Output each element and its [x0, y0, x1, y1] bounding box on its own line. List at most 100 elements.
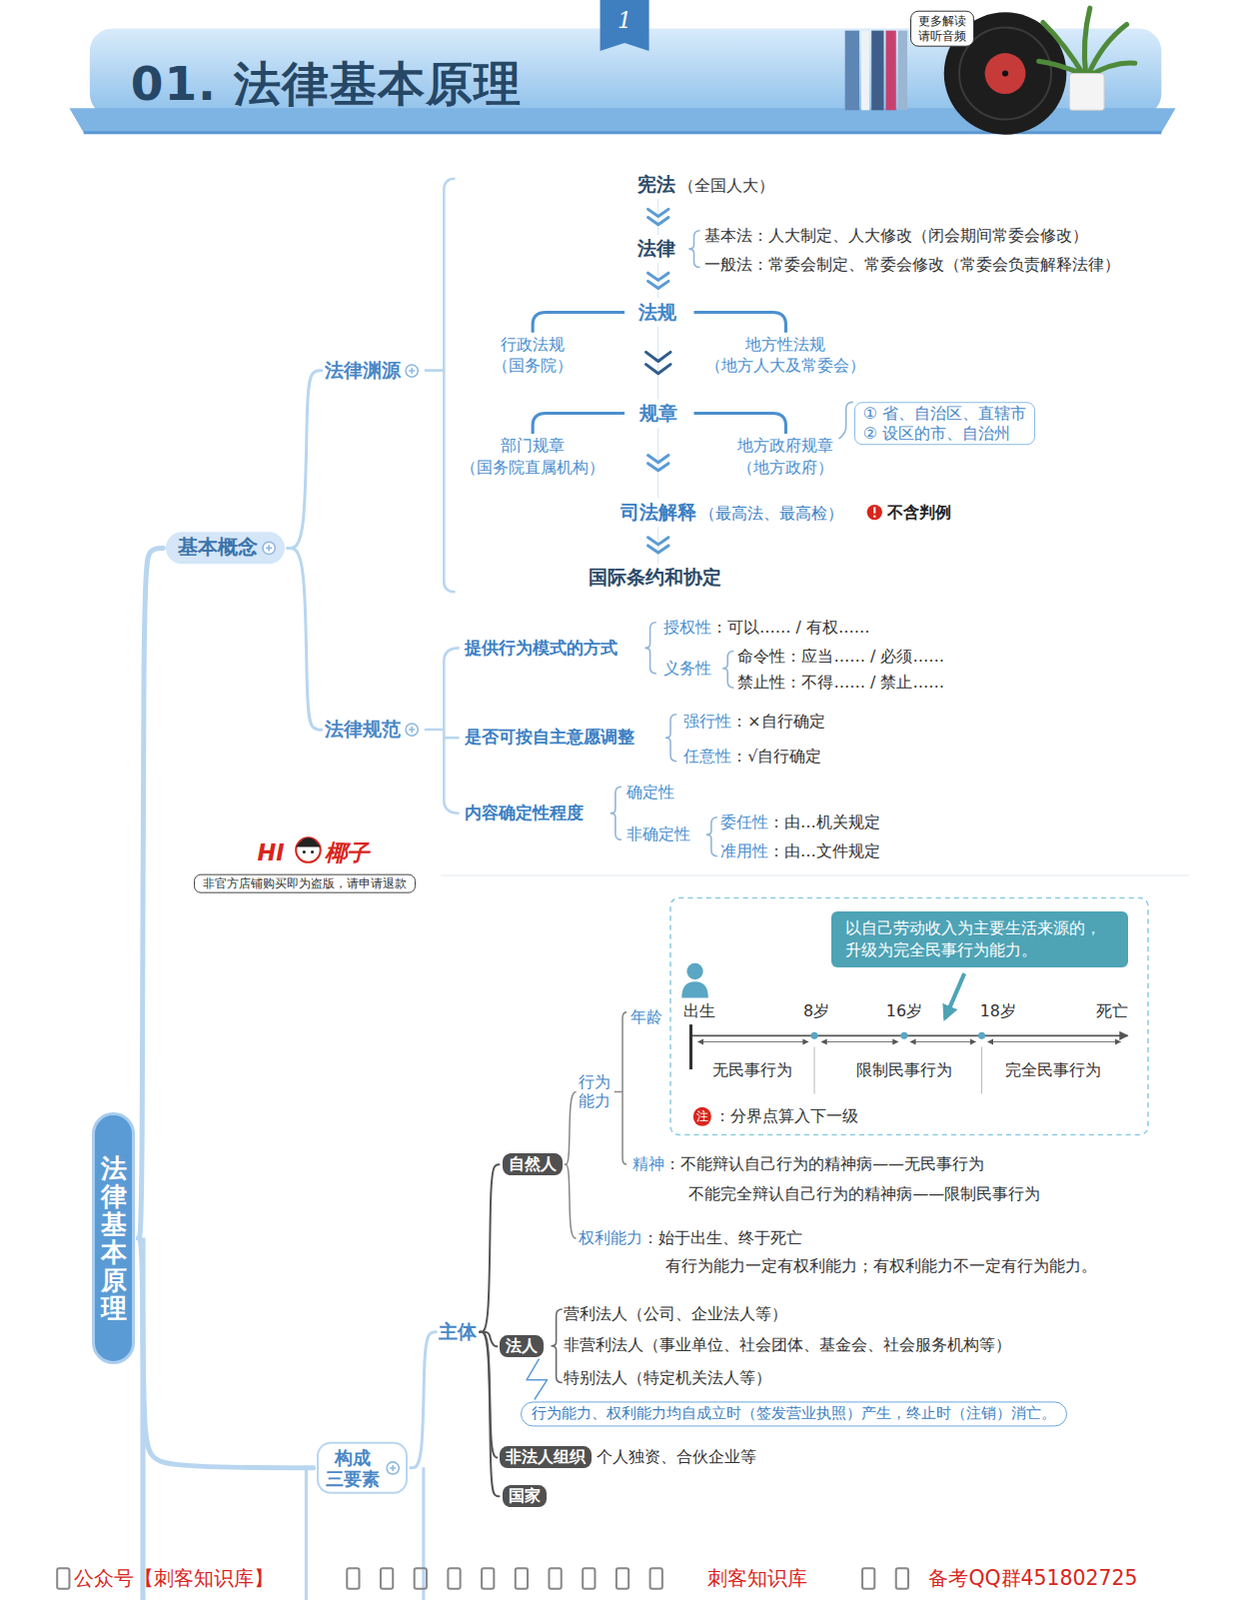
- expand-circle: [262, 541, 275, 554]
- brace: [551, 1308, 563, 1383]
- axis-label: 死亡: [1096, 1001, 1129, 1022]
- capacity-desc: 有行为能力一定有权利能力；有权利能力不一定有行为能力。: [665, 1256, 1098, 1277]
- logo-text: HI: [256, 838, 284, 867]
- connector: [526, 1358, 547, 1399]
- divider: [814, 1047, 983, 1095]
- branch-line: [421, 1466, 425, 1600]
- subject-tag: 国家: [502, 1484, 547, 1507]
- connector: [648, 526, 669, 564]
- axis-label: 8岁: [803, 1001, 830, 1022]
- book: [898, 30, 908, 111]
- branch-topic: 基本概念: [165, 532, 284, 565]
- capacity-desc: ：始于出生、终于死亡: [642, 1228, 803, 1248]
- topic: 法律渊源: [324, 358, 419, 383]
- plant-leaves: [1039, 7, 1136, 75]
- source-level: 法规: [638, 299, 677, 324]
- ring: [548, 1567, 561, 1588]
- brace: [722, 650, 734, 688]
- hair: [295, 837, 321, 847]
- node-text: 构成 三要素: [324, 1446, 382, 1489]
- category-label: 是否可按自主意愿调整: [464, 727, 635, 750]
- branch-connector: [287, 370, 322, 549]
- eye: [310, 850, 314, 854]
- source-branch: （地方人大及常委会）: [705, 354, 866, 375]
- bracket: [424, 178, 456, 593]
- node-text: 法规: [638, 299, 677, 324]
- node-text: 宪法: [637, 172, 676, 197]
- expand-cross: [408, 367, 415, 374]
- axis-label: 出生: [683, 1001, 716, 1022]
- node-text: 非法人组织: [505, 1447, 586, 1468]
- warning-circle: [867, 504, 883, 520]
- lightning-line: [526, 1358, 547, 1399]
- source-level: 规章: [639, 401, 678, 426]
- subject-tag: 自然人: [502, 1153, 563, 1176]
- topic: 法律规范: [324, 717, 419, 742]
- node-text: 非官方店铺购买即为盗版，请申请退款: [202, 876, 407, 892]
- node-text: 行为能力、权利能力均自成立时（签发营业执照）产生，终止时（注销）消亡。: [531, 1403, 1057, 1423]
- time-axis: [690, 1035, 1128, 1038]
- logo-face: [295, 837, 321, 863]
- type-label: 确定性: [626, 781, 675, 802]
- branch-connector: [479, 1331, 499, 1496]
- branch-connector: [479, 1164, 499, 1332]
- brace: [706, 817, 718, 857]
- connector: [287, 370, 322, 549]
- header-banner: [68, 0, 1176, 135]
- type-desc: ：可以…… / 有权……: [711, 617, 871, 638]
- topic: 主体: [438, 1319, 477, 1344]
- ring: [380, 1567, 393, 1588]
- node-text: ② 设区的市、自治州: [863, 423, 1011, 444]
- node-text: （全国人大）: [678, 175, 775, 196]
- type-desc: ：由…机关规定: [768, 812, 881, 833]
- connector: [565, 1164, 577, 1239]
- expand-circle: [386, 1461, 399, 1474]
- source-branch: 地方政府规章: [737, 435, 834, 456]
- law-type: 一般法：常委会制定、常委会修改（常委会负责解释法律）: [704, 254, 1121, 275]
- brace: [688, 230, 700, 268]
- branch-connector: [565, 1092, 577, 1166]
- callout-box: 行为能力、权利能力均自成立时（签发营业执照）产生，终止时（注销）消亡。: [520, 1400, 1068, 1426]
- age-timeline: [670, 898, 1149, 1136]
- ring: [481, 1567, 494, 1588]
- ring: [616, 1567, 629, 1588]
- branch-connector: [479, 1331, 497, 1346]
- source-branch: （地方政府）: [737, 457, 834, 478]
- source-branch: （国务院）: [492, 354, 573, 375]
- node-text: ① 省、自治区、直辖市: [863, 403, 1027, 424]
- node-text: 基本概念: [177, 535, 258, 562]
- connector: [648, 427, 669, 499]
- note-badge: 注: [692, 1107, 711, 1126]
- entity-example: 个人独资、合伙企业等: [596, 1447, 757, 1468]
- plant-pot: [1069, 73, 1105, 111]
- record-label: [985, 52, 1027, 94]
- person-head: [686, 963, 703, 980]
- node-text: 行为 能力: [578, 1073, 615, 1112]
- node-text: 国家: [508, 1485, 541, 1506]
- warning-icon: [867, 504, 883, 520]
- connector: [646, 326, 672, 400]
- node-text: 法律规范: [324, 717, 401, 742]
- expand-icon: [404, 722, 419, 737]
- axis-dot: [810, 1032, 818, 1040]
- connector: [410, 1331, 436, 1468]
- type-label: 非确定性: [626, 824, 691, 845]
- node-text: 司法解释: [620, 500, 697, 525]
- bracket: [614, 1012, 627, 1165]
- type-label: 任意性: [683, 746, 732, 767]
- entity-type: 非营利法人（事业单位、社会团体、基金会、社会服务机构等）: [563, 1334, 1012, 1355]
- node-text: 规章: [639, 401, 678, 426]
- factor-desc: 不能完全辩认自己行为的精神病——限制民事行为: [688, 1184, 1041, 1205]
- chevron-arrow: [648, 208, 669, 224]
- branch-connector: [137, 547, 163, 1238]
- factor-label: 年龄: [630, 1007, 663, 1028]
- branch-connector: [410, 1331, 436, 1468]
- axis-label: 18岁: [980, 1001, 1017, 1022]
- expand-cross: [389, 1464, 396, 1471]
- branch-connector: [565, 1164, 577, 1239]
- source-level: 国际条约和协定: [588, 565, 722, 590]
- node-text: 主体: [438, 1319, 477, 1344]
- connector: [137, 547, 163, 1238]
- chevron-arrow: [648, 537, 669, 553]
- node-text: 权利能力: [578, 1228, 643, 1248]
